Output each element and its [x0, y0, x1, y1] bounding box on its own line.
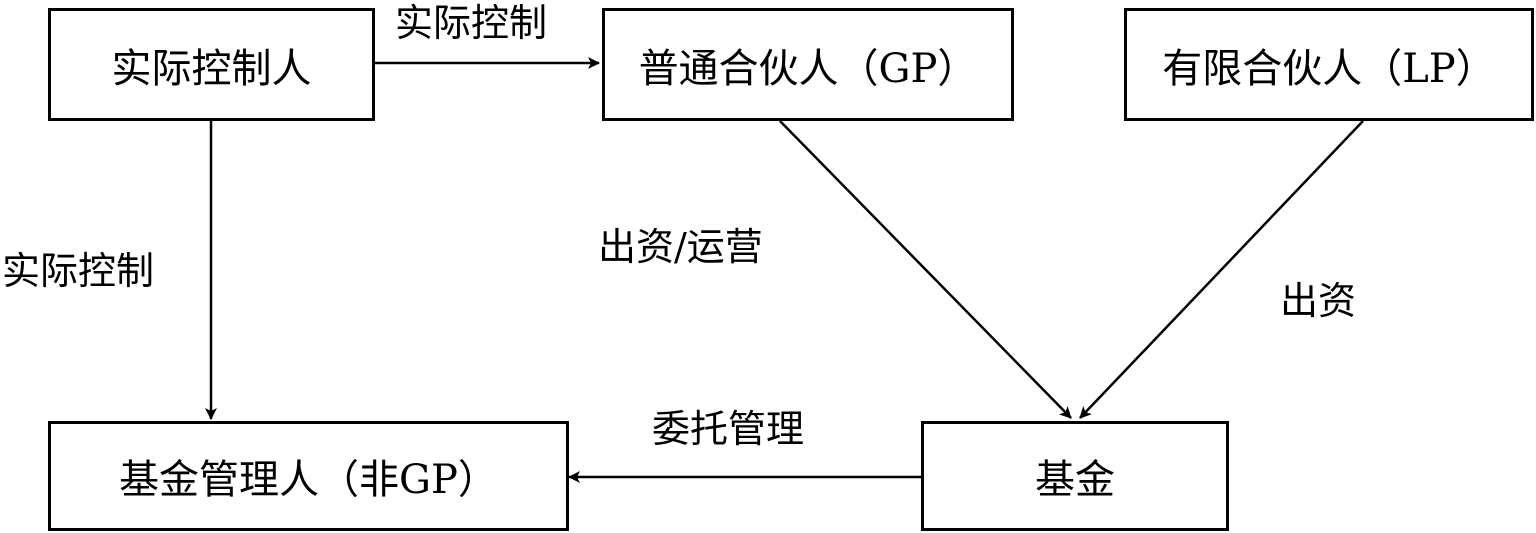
edge-label-controller-to-manager: 实际控制 — [2, 249, 155, 293]
arrow-lp-to-fund — [1079, 120, 1364, 419]
edge-label-fund-to-manager: 委托管理 — [652, 407, 805, 451]
edge-label-lp-to-fund: 出资 — [1280, 279, 1357, 323]
node-general-partner: 普通合伙人（GP） — [602, 8, 1014, 121]
edge-label-controller-to-gp: 实际控制 — [395, 1, 548, 45]
node-fund: 基金 — [921, 421, 1229, 531]
node-general-partner-label: 普通合伙人（GP） — [638, 45, 978, 92]
node-limited-partner-label: 有限合伙人（LP） — [1162, 45, 1496, 92]
node-actual-controller-label: 实际控制人 — [111, 45, 312, 92]
node-fund-label: 基金 — [1035, 457, 1115, 503]
node-fund-manager: 基金管理人（非GP） — [48, 421, 569, 531]
arrow-gp-to-fund — [779, 120, 1072, 419]
edge-label-gp-to-fund: 出资/运营 — [598, 225, 763, 269]
node-actual-controller: 实际控制人 — [48, 8, 375, 121]
node-limited-partner: 有限合伙人（LP） — [1124, 8, 1534, 121]
node-fund-manager-label: 基金管理人（非GP） — [119, 457, 498, 503]
